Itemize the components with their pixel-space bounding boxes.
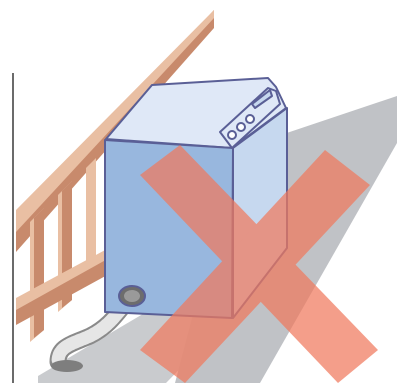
control-knob-2 (237, 123, 245, 131)
control-knob-3 (246, 115, 254, 123)
control-knob-1 (228, 131, 236, 139)
